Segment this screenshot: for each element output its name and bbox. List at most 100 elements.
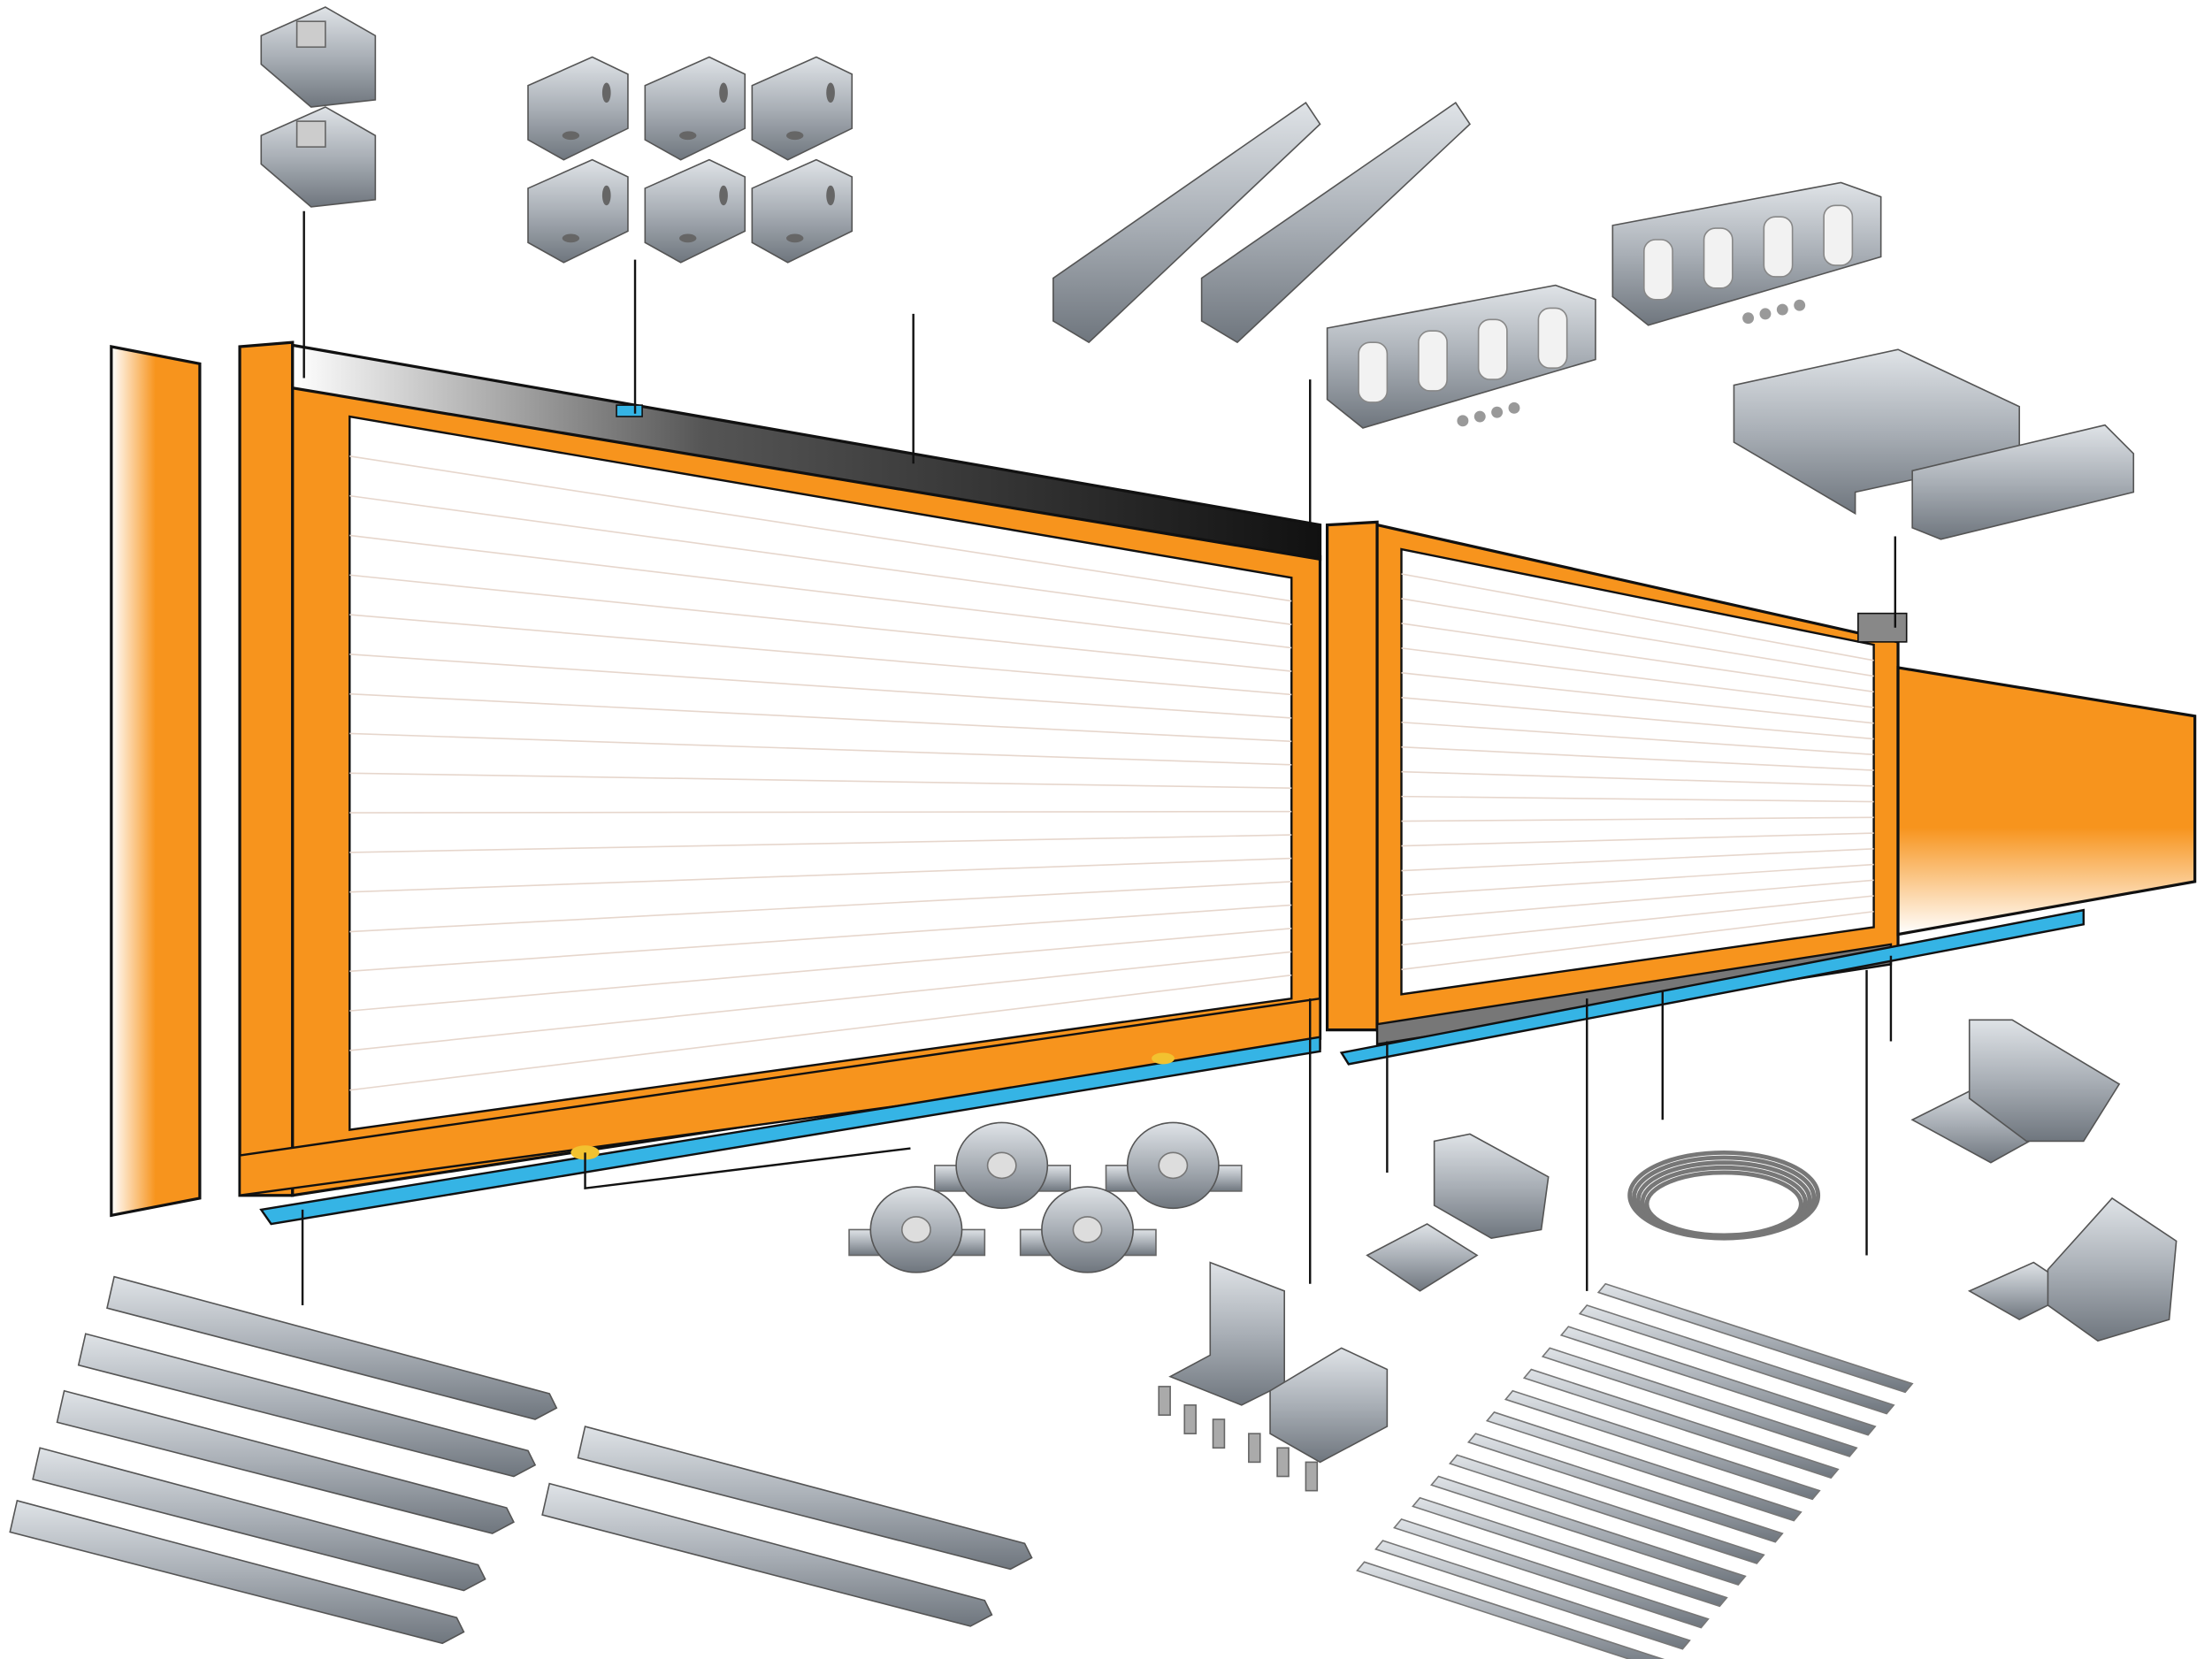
clamp-bracket-icon [260,106,377,208]
bracket-icon [751,158,853,264]
bolt [1276,1447,1290,1478]
stopper-body [2047,1196,2178,1342]
rail-body [77,1333,537,1478]
roller-wheel [1477,318,1508,380]
bolt [1473,410,1486,423]
bracket-hole [601,185,611,206]
flat-bar-icon [1541,1347,1858,1457]
wheel-marker [1152,1052,1175,1065]
latch-body [1433,1133,1550,1239]
flat-bar-icon [1448,1454,1765,1564]
gate-leaf-right [1325,520,2085,1066]
wheel-icon [1019,1186,1157,1273]
infill-slat-line [349,654,1292,719]
bracket-body [751,56,853,161]
infill-slat-line [1401,832,1874,847]
infill-slat-line [349,951,1292,1051]
bracket-marker [616,404,643,417]
flat-bar-icon [1430,1475,1747,1586]
bracket-body [1168,1261,1286,1406]
clamp-bolt [295,20,326,49]
bracket-hole [562,233,580,243]
infill-slat-line [349,834,1292,853]
wheel-icon [934,1121,1071,1210]
wheel-icon [848,1186,986,1273]
bolt [1212,1418,1226,1449]
rail-body [56,1389,515,1534]
floor-rail-icon [9,1499,465,1645]
wheel-hub [986,1151,1017,1180]
bracket-icon [527,56,629,161]
gate-leaf-right-infill [1400,547,1875,996]
infill-slat-line [1401,598,1874,677]
bolt [1759,308,1772,320]
wheel-hub [1158,1151,1189,1180]
end-stopper [1857,612,1908,643]
bracket-hole [719,185,728,206]
floor-rail-icon [77,1333,537,1478]
flat-bar-icon [1393,1518,1710,1629]
channel-icon [1052,102,1321,344]
bracket-body [527,158,629,264]
carriage-plate [1911,424,2135,540]
floor-rail-icon [56,1389,515,1534]
infill-slat-line [1401,895,1874,946]
infill-slat-line [1401,847,1874,872]
infill-slat-line [349,692,1292,743]
latch-body [1968,1019,2121,1143]
bolt [1776,303,1788,316]
bolt [1305,1461,1319,1492]
bracket-body [1269,1347,1389,1464]
wheel-hub [1072,1216,1103,1243]
gate-leaf-left [238,340,1322,1226]
infill-slat-line [1401,770,1874,787]
rail-body [32,1447,486,1592]
bracket-body [644,56,746,161]
infill-slat-line [349,732,1292,766]
clamp-bracket-icon [260,6,377,108]
leader-lines [301,210,1897,1305]
infill-slat-line [349,614,1292,696]
bracket-icon [644,158,746,264]
flat-bar-icon [1578,1304,1895,1415]
infill-slat-line [1401,795,1874,803]
floor-rail-icon [541,1482,993,1627]
infill-slat-line [1401,696,1874,740]
roller-wheel [1537,307,1568,369]
infill-slat-line [349,974,1292,1091]
bolt [1491,406,1504,418]
infill-slat-line [349,857,1292,893]
stopper-icon [1366,1019,2178,1342]
bracket-icon [527,158,629,264]
roller-wheel [1763,216,1794,278]
carriage-plate [1326,284,1596,429]
clamp-body [260,6,377,108]
bracket-body [751,158,853,264]
infill-slat-line [349,881,1292,933]
carriage-plate [1611,181,1882,326]
bolt [1183,1404,1197,1434]
roller-wheel [1823,204,1854,266]
infill-slat-line [349,455,1292,602]
infill-slat-line [349,928,1292,1012]
infill-slat-line [349,772,1292,790]
bolt [1457,415,1469,427]
roller-wheel [1703,227,1734,289]
right-wall [1896,666,2197,937]
infill-slat-line [1401,745,1874,771]
floor-rail-icon [577,1426,1033,1571]
gate-leaf-left-post [238,340,295,1197]
floor-rail-left [259,1036,1321,1226]
flat-bar-icon [1596,1282,1914,1394]
flat-bar-icon [1504,1389,1821,1501]
gate-leaf-left-infill [348,415,1293,1131]
rail-body [9,1499,465,1645]
bracket-hole [719,82,728,103]
bracket-hole [826,82,835,103]
top-guide-rail [291,343,1322,562]
flat-bar-icon [1559,1326,1877,1436]
bolt [1508,401,1520,414]
cable-loop [1644,1170,1803,1238]
infill-slat-line [1401,863,1874,897]
